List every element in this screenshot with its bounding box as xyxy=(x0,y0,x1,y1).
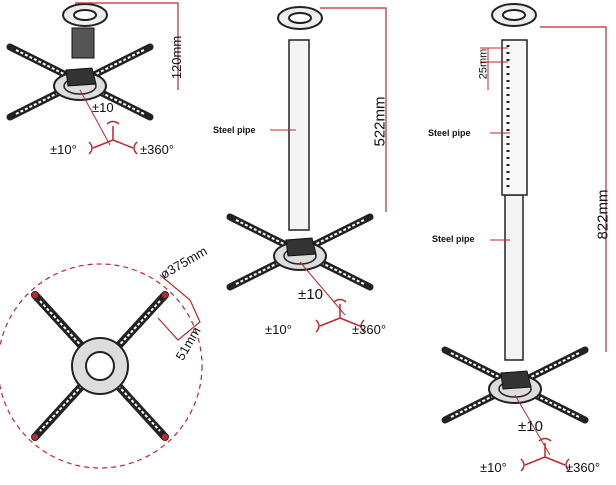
fixed-pipe-label: Steel pipe xyxy=(213,125,256,135)
fixed-swivel-right-label: ±360° xyxy=(352,322,387,337)
extendable-swivel-right-label: ±360° xyxy=(566,460,601,475)
lower-pipe-label: Steel pipe xyxy=(432,234,475,244)
fixed-pole-mount xyxy=(230,6,387,333)
compact-height-label: 120mm xyxy=(169,35,185,80)
compact-mount xyxy=(10,2,179,155)
compact-swivel-right-label: ±360° xyxy=(140,142,175,157)
step-label: 25mm xyxy=(477,48,490,80)
compact-swivel-left-label: ±10° xyxy=(50,142,77,157)
extendable-tilt-label: ±10 xyxy=(518,418,543,435)
extendable-swivel-left-label: ±10° xyxy=(480,460,507,475)
fixed-tilt-label: ±10 xyxy=(298,286,323,303)
upper-pipe-label: Steel pipe xyxy=(428,128,471,138)
extendable-length-label: 822mm xyxy=(594,189,612,240)
bracket-top-view xyxy=(0,263,203,469)
fixed-length-label: 522mm xyxy=(371,96,389,147)
compact-tilt-label: ±10 xyxy=(92,100,114,115)
extendable-pole-mount xyxy=(445,3,607,472)
fixed-swivel-left-label: ±10° xyxy=(265,322,292,337)
